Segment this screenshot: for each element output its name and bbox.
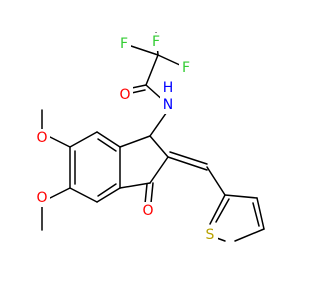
fluorine-atom: F (117, 35, 131, 53)
fluorine-atom: F (179, 59, 193, 77)
nitrogen-label: N (163, 97, 173, 113)
bond-layer (41, 32, 265, 242)
bond-c-f (127, 44, 159, 56)
nitrogen-atom: N (160, 96, 176, 114)
bond-c-o-methoxy (47, 135, 71, 148)
bond-c3-c3a (119, 182, 151, 189)
fluorine-atom: F (149, 33, 163, 51)
fluorine-label: F (152, 34, 160, 50)
sulfur-label: S (206, 227, 215, 243)
bond-aromatic (96, 131, 121, 148)
oxygen-label: O (119, 87, 130, 103)
bond-c-o-double (144, 183, 148, 205)
bond-thiophene (256, 197, 265, 230)
bond-c-o-double (150, 182, 154, 204)
bond-aromatic (97, 138, 117, 152)
molecule-structure-drawing: F F F O N H O O (34, 32, 265, 244)
atom-layer: F F F O N H O O (34, 33, 218, 244)
bond-thiophene (234, 228, 265, 242)
oxygen-label: O (36, 190, 47, 206)
bond-c1-c2 (149, 135, 169, 158)
bond-thiophene (215, 198, 230, 223)
bond-aromatic (69, 187, 98, 203)
sulfur-atom: S (202, 226, 218, 244)
oxygen-atom-amide: O (117, 86, 133, 104)
bond-thiophene (252, 202, 260, 227)
bond-ch-thiophene (206, 166, 226, 196)
bond-c2-c3 (149, 156, 169, 184)
hydrogen-atom: H (160, 80, 176, 96)
hydrogen-label: H (163, 80, 174, 96)
bond-thiophene (224, 194, 258, 199)
bond-c-c (145, 54, 159, 86)
oxygen-atom-methoxy: O (34, 189, 50, 207)
bond-aromatic (96, 187, 121, 203)
bond-thiophene (209, 194, 226, 225)
molecule-structure-canvas: F F F O N H O O (34, 32, 265, 244)
bond-exocyclic-double (169, 151, 208, 165)
bond-aromatic (69, 131, 98, 148)
bond-c-f (157, 54, 183, 67)
bond-exocyclic-double (167, 156, 208, 171)
oxygen-label: O (142, 203, 153, 219)
fluorine-label: F (120, 36, 128, 52)
bond-aromatic (97, 183, 117, 197)
oxygen-atom-methoxy: O (34, 129, 50, 147)
fluorine-label: F (182, 60, 190, 76)
bond-c-o-methoxy (47, 187, 71, 200)
oxygen-atom-ketone: O (140, 202, 156, 220)
oxygen-label: O (36, 130, 47, 146)
bond-c7a-c1 (119, 135, 151, 148)
